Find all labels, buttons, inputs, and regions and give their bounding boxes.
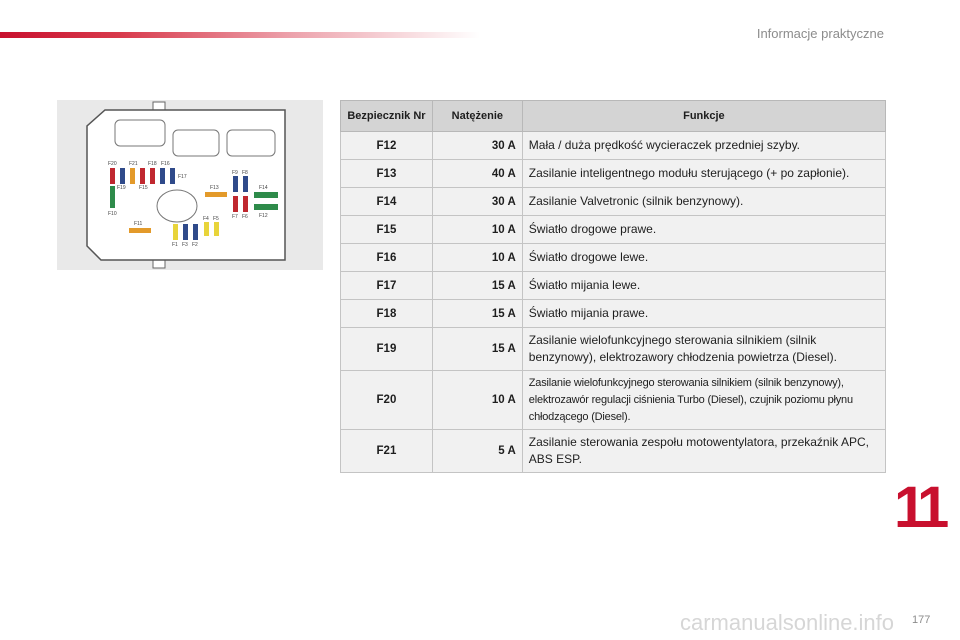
page-number: 177	[912, 614, 931, 626]
fuse-label: F9	[232, 170, 238, 176]
header-fuse-number: Bezpiecznik Nr	[340, 100, 433, 132]
table-row: F20 10 A Zasilanie wielofunkcyjnego ster…	[340, 370, 887, 430]
fuse-number: F21	[340, 429, 433, 473]
fuse-label: F14	[259, 185, 268, 191]
fuse-box-drawing: F20 F21 F18 F16 F19 F15 F17 F13 F9 F8 F1…	[86, 101, 286, 269]
fuse-label: F21	[129, 161, 138, 167]
fuse-label: F6	[242, 214, 248, 220]
fuse-label: F18	[148, 161, 157, 167]
table-row: F12 30 A Mała / duża prędkość wycieracze…	[340, 131, 887, 160]
fuse-number: F13	[340, 159, 433, 188]
fuse-function: Zasilanie wielofunkcyjnego sterowania si…	[521, 327, 887, 371]
fuse-label: F15	[139, 185, 148, 191]
fuse-label: F20	[108, 161, 117, 167]
fuse-function: Światło mijania prawe.	[521, 299, 887, 328]
fuse-label: F12	[259, 213, 268, 219]
fuse-amperage: 10 A	[431, 243, 523, 272]
fuse-label: F3	[182, 242, 188, 248]
fuse-label: F10	[108, 211, 117, 217]
table-row: F15 10 A Światło drogowe prawe.	[340, 215, 887, 244]
fuse-label: F2	[192, 242, 198, 248]
table-row: F19 15 A Zasilanie wielofunkcyjnego ster…	[340, 327, 887, 371]
fuse-function: Światło drogowe prawe.	[521, 215, 887, 244]
fuse-number: F19	[340, 327, 433, 371]
fuse-function: Światło mijania lewe.	[521, 271, 887, 300]
fuse-amperage: 10 A	[431, 370, 523, 430]
fuse-number: F17	[340, 271, 433, 300]
table-row: F16 10 A Światło drogowe lewe.	[340, 243, 887, 272]
fuse-number: F20	[340, 370, 433, 430]
fuse-label: F17	[178, 174, 187, 180]
fuse-label: F16	[161, 161, 170, 167]
fuse-amperage: 15 A	[431, 299, 523, 328]
fuse-function: Mała / duża prędkość wycieraczek przedni…	[521, 131, 887, 160]
header-accent-bar	[0, 32, 480, 38]
fuse-number: F12	[340, 131, 433, 160]
fuse-label: F19	[117, 185, 126, 191]
fuse-label: F1	[172, 242, 178, 248]
fuse-amperage: 15 A	[431, 327, 523, 371]
table-row: F21 5 A Zasilanie sterowania zespołu mot…	[340, 429, 887, 473]
fuse-label: F4	[203, 216, 209, 222]
fuse-label: F5	[213, 216, 219, 222]
fuse-table: Bezpiecznik Nr Natężenie Funkcje F12 30 …	[340, 100, 887, 473]
fuse-amperage: 30 A	[431, 187, 523, 216]
fuse-label: F13	[210, 185, 219, 191]
chapter-number: 11	[894, 475, 949, 540]
fuse-amperage: 15 A	[431, 271, 523, 300]
fuse-label: F11	[134, 221, 142, 227]
fuse-number: F14	[340, 187, 433, 216]
fuse-label: F8	[242, 170, 248, 176]
fuse-amperage: 5 A	[431, 429, 523, 473]
header-amperage: Natężenie	[431, 100, 523, 132]
fuse-amperage: 10 A	[431, 215, 523, 244]
watermark: carmanualsonline.info	[680, 610, 895, 635]
fuse-number: F16	[340, 243, 433, 272]
fuse-amperage: 30 A	[431, 131, 523, 160]
fuse-function: Światło drogowe lewe.	[521, 243, 887, 272]
fuse-function: Zasilanie wielofunkcyjnego sterowania si…	[521, 370, 887, 430]
table-row: F17 15 A Światło mijania lewe.	[340, 271, 887, 300]
table-row: F14 30 A Zasilanie Valvetronic (silnik b…	[340, 187, 887, 216]
fuse-function: Zasilanie Valvetronic (silnik benzynowy)…	[521, 187, 887, 216]
fuse-amperage: 40 A	[431, 159, 523, 188]
fuse-function: Zasilanie sterowania zespołu motowentyla…	[521, 429, 887, 473]
section-title: Informacje praktyczne	[756, 26, 884, 41]
table-header-row: Bezpiecznik Nr Natężenie Funkcje	[340, 100, 887, 132]
fuse-number: F15	[340, 215, 433, 244]
header-functions: Funkcje	[521, 100, 887, 132]
table-row: F18 15 A Światło mijania prawe.	[340, 299, 887, 328]
table-row: F13 40 A Zasilanie inteligentnego modułu…	[340, 159, 887, 188]
fuse-box-diagram: F20 F21 F18 F16 F19 F15 F17 F13 F9 F8 F1…	[57, 100, 323, 270]
fuse-number: F18	[340, 299, 433, 328]
fuse-label: F7	[232, 214, 238, 220]
fuse-function: Zasilanie inteligentnego modułu sterując…	[521, 159, 887, 188]
